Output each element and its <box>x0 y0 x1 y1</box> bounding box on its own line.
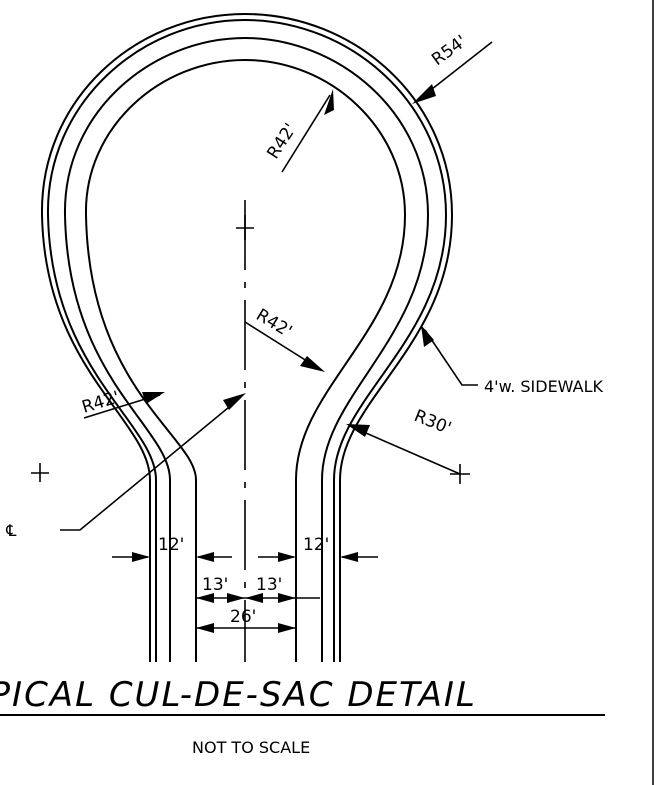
r42-upper-leader <box>281 89 334 173</box>
half-right-label: 13' <box>256 575 282 595</box>
left-strip-dimension <box>112 552 232 562</box>
curb-line <box>84 58 407 662</box>
left-strip-label: 12' <box>158 535 184 555</box>
total-width-label: 26' <box>230 607 256 627</box>
r30-label: R30' <box>411 406 454 439</box>
center-mark <box>236 215 254 240</box>
r42-left-leader <box>83 392 165 419</box>
r42-mid-leader <box>244 321 325 372</box>
half-left-label: 13' <box>202 575 228 595</box>
r42-upper-label: R42' <box>263 120 301 163</box>
r30-leader <box>346 424 470 484</box>
inner-sidewalk-edge <box>63 36 430 662</box>
centerline-label: ST. ℄ <box>0 521 17 540</box>
half-width-dimension <box>196 593 320 603</box>
r54-leader <box>412 41 493 104</box>
right-strip-dimension <box>258 552 378 562</box>
r42-mid-label: R42' <box>252 305 295 342</box>
sidewalk-leader <box>421 325 478 386</box>
centerline-leader <box>60 393 246 531</box>
drawing-title: TYPICAL CUL-DE-SAC DETAIL <box>0 675 477 715</box>
total-width-dimension <box>196 623 296 633</box>
outer-sidewalk-edge <box>40 12 454 662</box>
sidewalk-label: 4'w. SIDEWALK <box>484 377 603 396</box>
drawing-subtitle: NOT TO SCALE <box>192 738 310 757</box>
right-strip-label: 12' <box>303 535 329 555</box>
left-center-mark <box>31 463 49 482</box>
